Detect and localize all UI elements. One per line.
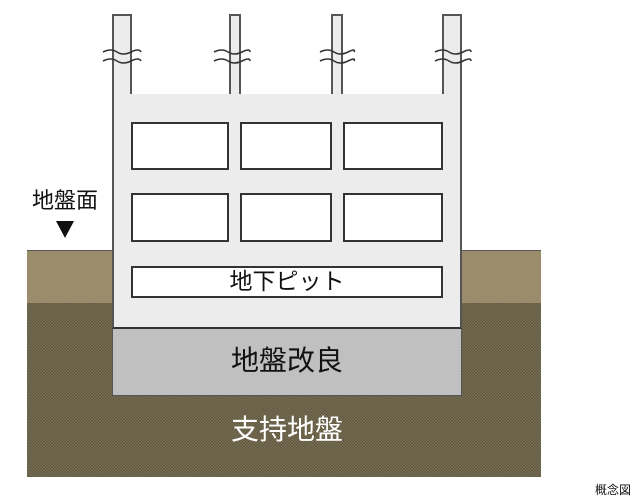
column-4-shaft xyxy=(442,14,462,98)
floor-window xyxy=(131,193,229,242)
floor-window xyxy=(240,122,332,170)
roof-slab xyxy=(114,94,460,100)
floor-window xyxy=(343,193,443,242)
pit-label: 地下ピット xyxy=(229,269,345,295)
ground-surface-label: 地盤面 xyxy=(31,189,98,214)
ground-improvement-block xyxy=(112,328,462,396)
column-break-marks xyxy=(100,49,472,64)
column-1-shaft xyxy=(112,14,132,98)
bearing-ground-label: 支持地盤 xyxy=(230,413,343,446)
underground-pit: 地下ピット xyxy=(131,266,443,298)
floor-window xyxy=(343,122,443,170)
floor-window xyxy=(240,193,332,242)
caption: 概念図 xyxy=(594,483,631,497)
ground-improvement-label: 地盤改良 xyxy=(230,344,343,377)
roof-gap-1 xyxy=(130,14,231,98)
column-3-shaft xyxy=(331,14,343,98)
column-2-shaft xyxy=(229,14,241,98)
wall-edge-left xyxy=(112,94,114,100)
ground-surface-marker-icon xyxy=(56,221,74,238)
floor-window xyxy=(131,122,229,170)
wall-edge-right xyxy=(460,94,462,100)
